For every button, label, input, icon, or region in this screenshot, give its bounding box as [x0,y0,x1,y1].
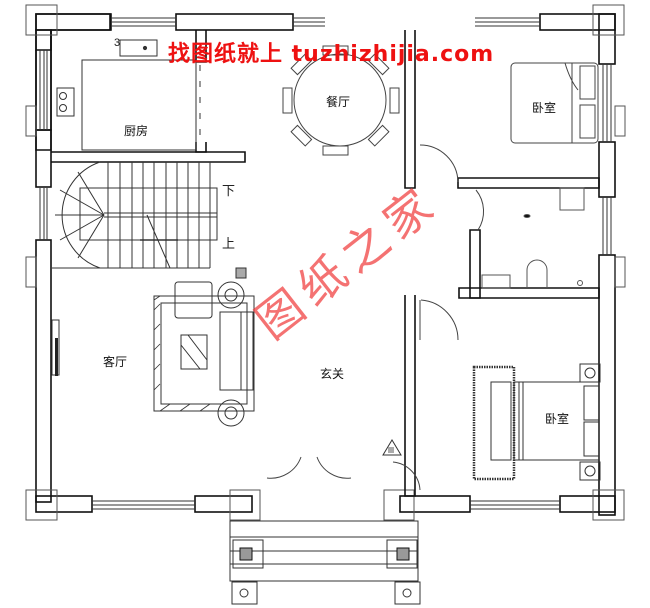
column-marker-icon [382,439,402,456]
wall-top-right [539,13,616,31]
dining-table [282,45,400,156]
room-label-bedroom-north: 卧室 [532,101,557,115]
toilet-icon [526,259,548,288]
watermark-top: 找图纸就上 tuzhizhijia.com [168,42,495,67]
entrance-steps [229,439,421,605]
stove-icon [56,87,75,117]
shower-tray [559,187,585,211]
room-label-kitchen: 厨房 [124,124,149,138]
room-label-bedroom-south: 卧室 [545,412,570,426]
wall-top-left [35,13,112,31]
room-label-foyer: 玄关 [320,367,345,381]
nightstand [579,461,601,481]
bathroom-fixtures [481,187,585,289]
coffee-table [180,334,208,370]
lamp-icon [217,399,245,427]
washbasin-icon [481,274,511,289]
sink-dimension: 3 [114,37,121,49]
wall-bedroom-west [404,30,416,189]
bed-south [472,363,601,481]
staircase [52,161,218,269]
column-marker-icon [235,267,247,279]
nightstand [579,363,601,383]
armchair-icon [174,281,213,319]
wall-top-mid [175,13,294,31]
bed-north [510,62,599,144]
stair-up-label: 上 [222,237,236,252]
sofa-icon [219,311,254,391]
rug [153,295,255,412]
living-furniture [153,281,255,427]
sink-icon [119,39,158,57]
corner-nw [35,13,111,51]
stair-down-label: 下 [222,184,236,199]
wall-kitchen-south [51,151,246,163]
lamp-icon [217,281,245,309]
wall-left-bottom [35,239,52,503]
room-label-dining: 餐厅 [326,95,351,109]
room-label-living: 客厅 [103,355,128,369]
kitchen-counter [81,59,197,151]
wall-bedroom2-west [404,295,416,497]
